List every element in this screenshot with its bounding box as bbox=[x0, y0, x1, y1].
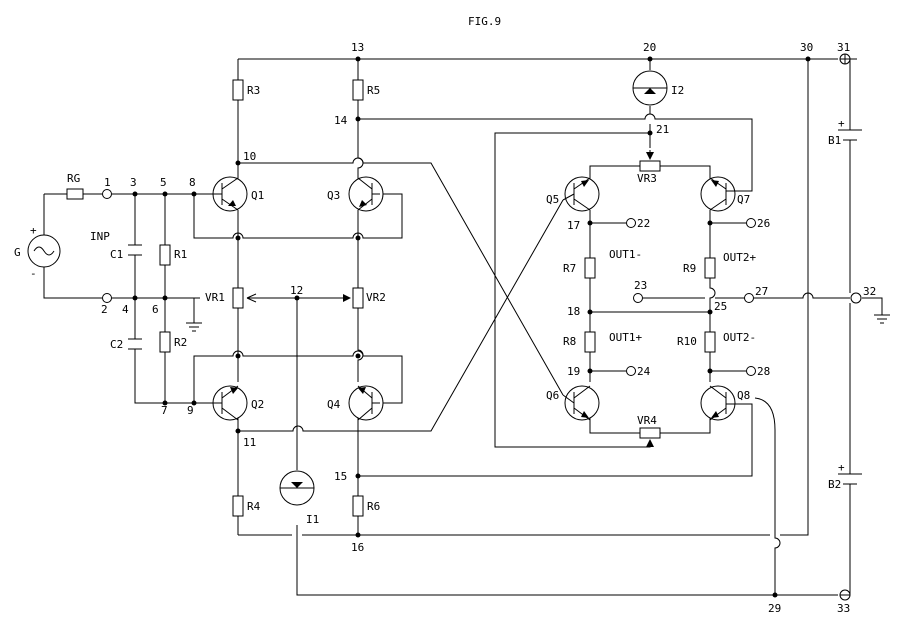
node-label-2: 2 bbox=[101, 303, 108, 316]
label-q6: Q6 bbox=[546, 389, 559, 402]
figure-title: FIG.9 bbox=[468, 15, 501, 28]
label-q7: Q7 bbox=[737, 193, 750, 206]
label-q8: Q8 bbox=[737, 389, 750, 402]
current-source-i2 bbox=[632, 70, 668, 106]
transistor-q1 bbox=[212, 176, 248, 212]
label-q2: Q2 bbox=[251, 398, 264, 411]
current-source-i1 bbox=[279, 470, 315, 506]
transistor-q2 bbox=[212, 385, 248, 421]
component-labels: RG R1 R2 R3 R4 R5 R6 R7 R8 R9 R10 C1 C2 … bbox=[14, 84, 841, 526]
node-label-4: 4 bbox=[122, 303, 129, 316]
label-vr4: VR4 bbox=[637, 414, 657, 427]
label-c1: C1 bbox=[110, 248, 123, 261]
node-label-24: 24 bbox=[637, 365, 651, 378]
label-out2-minus: OUT2- bbox=[723, 331, 756, 344]
node-label-15: 15 bbox=[334, 470, 347, 483]
label-i1: I1 bbox=[306, 513, 319, 526]
label-r6: R6 bbox=[367, 500, 380, 513]
node-label-17: 17 bbox=[567, 219, 580, 232]
node-label-1: 1 bbox=[104, 176, 111, 189]
label-b1: B1 bbox=[828, 134, 841, 147]
junctions bbox=[132, 56, 811, 598]
label-r3: R3 bbox=[247, 84, 260, 97]
label-g: G bbox=[14, 246, 21, 259]
node-label-20: 20 bbox=[643, 41, 656, 54]
node-label-29: 29 bbox=[768, 602, 781, 615]
wires bbox=[43, 58, 890, 596]
label-vr2: VR2 bbox=[366, 291, 386, 304]
label-q5: Q5 bbox=[546, 193, 559, 206]
node-label-6: 6 bbox=[152, 303, 159, 316]
label-r2: R2 bbox=[174, 336, 187, 349]
label-inp: INP bbox=[90, 230, 110, 243]
label-r9: R9 bbox=[683, 262, 696, 275]
node-label-13: 13 bbox=[351, 41, 364, 54]
label-vr3: VR3 bbox=[637, 172, 657, 185]
node-label-33: 33 bbox=[837, 602, 850, 615]
node-label-16: 16 bbox=[351, 541, 364, 554]
label-out2-plus: OUT2+ bbox=[723, 251, 756, 264]
resistors bbox=[66, 79, 716, 517]
node-label-9: 9 bbox=[187, 404, 194, 417]
node-label-22: 22 bbox=[637, 217, 650, 230]
node-label-3: 3 bbox=[130, 176, 137, 189]
node-label-27: 27 bbox=[755, 285, 768, 298]
node-labels: 1 2 3 4 5 6 7 8 9 10 11 12 13 14 15 16 1… bbox=[101, 41, 876, 615]
battery-b1 bbox=[838, 129, 862, 141]
label-r1: R1 bbox=[174, 248, 187, 261]
label-b2: B2 bbox=[828, 478, 841, 491]
label-i2: I2 bbox=[671, 84, 684, 97]
node-label-25: 25 bbox=[714, 300, 727, 313]
label-out1-minus: OUT1- bbox=[609, 248, 642, 261]
variable-resistors bbox=[232, 150, 661, 447]
node-label-10: 10 bbox=[243, 150, 256, 163]
node-label-18: 18 bbox=[567, 305, 580, 318]
transistor-q3 bbox=[348, 176, 384, 212]
source-minus-mark: - bbox=[30, 267, 37, 280]
label-q3: Q3 bbox=[327, 189, 340, 202]
transistor-q5 bbox=[562, 176, 600, 212]
label-q1: Q1 bbox=[251, 189, 264, 202]
node-label-28: 28 bbox=[757, 365, 770, 378]
transistor-q8 bbox=[700, 385, 738, 421]
label-c2: C2 bbox=[110, 338, 123, 351]
label-rg: RG bbox=[67, 172, 80, 185]
node-label-5: 5 bbox=[160, 176, 167, 189]
label-out1-plus: OUT1+ bbox=[609, 331, 642, 344]
terminal-31 bbox=[839, 53, 851, 65]
node-label-32: 32 bbox=[863, 285, 876, 298]
terminal-33 bbox=[839, 589, 851, 601]
node-label-26: 26 bbox=[757, 217, 770, 230]
capacitors bbox=[128, 244, 142, 350]
transistor-q7 bbox=[700, 176, 738, 212]
signal-source-g bbox=[27, 234, 61, 268]
label-q4: Q4 bbox=[327, 398, 341, 411]
node-label-14: 14 bbox=[334, 114, 348, 127]
b2-plus-mark: + bbox=[838, 461, 845, 474]
transistors bbox=[212, 176, 738, 421]
transistor-q4 bbox=[348, 385, 384, 421]
label-r10: R10 bbox=[677, 335, 697, 348]
label-r5: R5 bbox=[367, 84, 380, 97]
source-plus-mark: + bbox=[30, 224, 37, 237]
label-r7: R7 bbox=[563, 262, 576, 275]
node-label-30: 30 bbox=[800, 41, 813, 54]
node-label-23: 23 bbox=[634, 279, 647, 292]
battery-b2 bbox=[838, 473, 862, 485]
label-r8: R8 bbox=[563, 335, 576, 348]
label-vr1: VR1 bbox=[205, 291, 225, 304]
node-label-7: 7 bbox=[161, 404, 168, 417]
b1-plus-mark: + bbox=[838, 117, 845, 130]
terminals bbox=[102, 53, 862, 601]
node-label-8: 8 bbox=[189, 176, 196, 189]
node-label-31: 31 bbox=[837, 41, 850, 54]
label-r4: R4 bbox=[247, 500, 261, 513]
node-label-19: 19 bbox=[567, 365, 580, 378]
transistor-q6 bbox=[562, 385, 600, 421]
polarity-marks: + - + + bbox=[30, 117, 845, 474]
node-label-21: 21 bbox=[656, 123, 669, 136]
node-label-12: 12 bbox=[290, 284, 303, 297]
node-label-11: 11 bbox=[243, 436, 256, 449]
